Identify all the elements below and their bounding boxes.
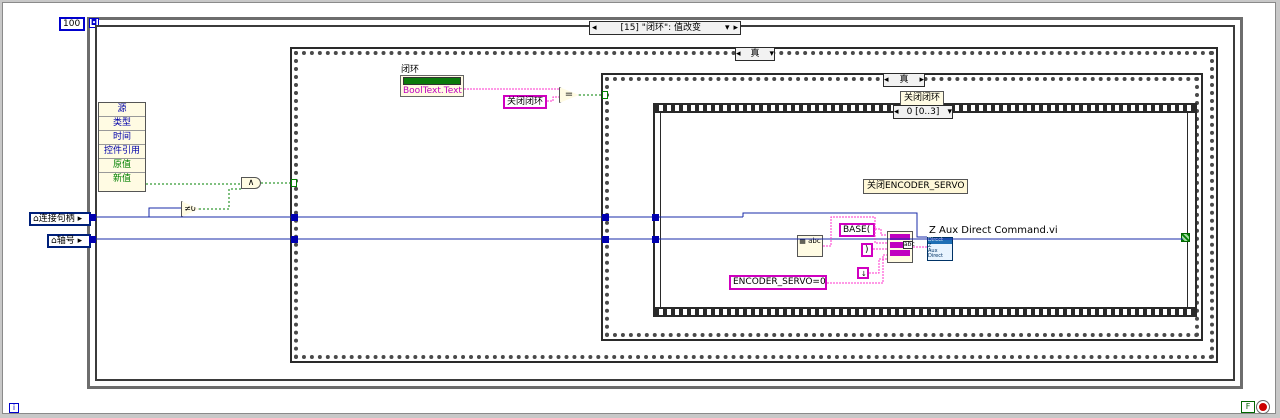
concat-terminal-3	[890, 250, 910, 256]
axis-control[interactable]: ⌂轴号 ▸	[47, 234, 91, 248]
wire-format-out	[823, 216, 887, 247]
tunnel-axis-3	[602, 236, 609, 243]
axis-label: 轴号	[56, 236, 75, 246]
case-outer-selector[interactable]: ◂ 真 ▾	[735, 47, 775, 61]
sequence-selector[interactable]: ◂ 0 [0..3] ▾	[893, 105, 953, 119]
sequence-prev[interactable]: ◂	[894, 107, 899, 117]
and-symbol: ∧	[247, 178, 255, 188]
case-outer-label: 真	[750, 49, 760, 59]
string-base-value: BASE(	[843, 225, 871, 235]
event-item-ctlref: 控件引用	[99, 145, 145, 159]
event-item-newval: 新值	[99, 173, 145, 186]
tunnel-handle-3	[602, 214, 609, 221]
selector-prev-arrow[interactable]: ◂	[592, 23, 597, 33]
string-close-value: 关闭闭环	[507, 97, 544, 107]
tunnel-handle-4	[652, 214, 659, 221]
wire-close-const	[547, 96, 559, 102]
handle-label: 连接句柄	[38, 214, 75, 224]
tunnel-handle-2	[291, 214, 298, 221]
string-paren-value: )	[865, 245, 869, 255]
string-encoder-value: ENCODER_SERVO=0	[733, 277, 826, 287]
concat-terminal-1	[890, 234, 910, 240]
event-item-type: 类型	[99, 117, 145, 131]
sequence-dropdown-icon[interactable]: ▾	[947, 107, 952, 117]
bool-control-label: 闭环	[401, 65, 420, 75]
event-item-time: 时间	[99, 131, 145, 145]
event-data-node[interactable]: 源 类型 时间 控件引用 原值 新值	[98, 102, 146, 192]
loop-count-constant[interactable]: 100	[59, 17, 85, 31]
iteration-terminal: i	[9, 403, 19, 413]
string-constant-close[interactable]: 关闭闭环	[503, 95, 547, 109]
format-string-icon: ▦ abc	[799, 237, 821, 245]
handle-arrow-icon: ▸	[74, 214, 83, 224]
tunnel-axis-1	[89, 236, 96, 243]
subvi-name-label: Z Aux Direct Command.vi	[929, 225, 1058, 236]
subvi-icon-line3: Direct	[928, 253, 943, 259]
tunnel-bool-case-outer	[291, 179, 297, 187]
concat-output-terminal: abc	[903, 241, 915, 249]
bool-control-bar	[403, 77, 461, 85]
right-output-tunnel	[1181, 233, 1190, 242]
subvi-icon[interactable]: Direct Z Aux Direct	[927, 237, 953, 261]
comment-label: 关闭ENCODER_SERVO	[863, 179, 969, 194]
wire-handle-to-subvi	[742, 212, 927, 238]
concat-terminal-2	[890, 242, 910, 248]
case-inner-selector[interactable]: ◂ 真 ▸	[883, 73, 925, 87]
string-constant-base[interactable]: BASE(	[839, 223, 875, 237]
stop-icon[interactable]	[1257, 401, 1269, 413]
string-small-icon: ↓	[861, 270, 867, 278]
selector-next-arrow[interactable]: ▸	[733, 23, 738, 33]
home-icon-2: ⌂	[51, 236, 57, 246]
bool-property-node[interactable]: BoolText.Text	[400, 75, 464, 97]
event-item-oldval: 原值	[99, 159, 145, 173]
home-icon: ⌂	[33, 214, 39, 224]
case-inner-next[interactable]: ▸	[919, 75, 924, 85]
sequence-filmstrip-bottom	[655, 307, 1195, 315]
sequence-filmstrip-left	[655, 113, 661, 307]
axis-arrow-icon: ▸	[74, 236, 83, 246]
and-operator[interactable]: ∧	[241, 177, 261, 189]
wire-layer	[91, 88, 1183, 284]
selector-dropdown-icon[interactable]: ▾	[724, 23, 730, 33]
equal-symbol: =	[564, 89, 574, 100]
subvi-icon-line2: Aux	[928, 248, 938, 254]
case-inner-label: 真	[899, 75, 909, 85]
case-inner-prev[interactable]: ◂	[884, 75, 889, 85]
stacked-sequence[interactable]	[653, 103, 1197, 317]
subvi-icon-line1: Z	[928, 243, 932, 249]
while-loop[interactable]	[87, 17, 1243, 389]
case-outer-prev[interactable]: ◂	[736, 49, 741, 59]
loop-count-terminal-icon: ◘	[89, 18, 99, 28]
sequence-selector-label: 0 [0..3]	[906, 107, 940, 117]
concatenate-strings-node[interactable]	[887, 231, 913, 263]
case-outer-dropdown-icon[interactable]: ▾	[769, 49, 774, 59]
tunnel-bool-case-inner	[602, 91, 608, 99]
stop-condition-terminal[interactable]: F	[1241, 401, 1255, 413]
sequence-filmstrip-right	[1187, 113, 1193, 307]
loop-count-value: 100	[63, 19, 81, 29]
event-case-selector[interactable]: ◂ [15] "闭环": 值改变 ▸ ▾	[589, 21, 741, 35]
tunnel-axis-4	[652, 236, 659, 243]
event-selector-label: [15] "闭环": 值改变	[620, 23, 701, 33]
wire-notzero-out	[199, 188, 241, 210]
tunnel-handle-1	[89, 214, 96, 221]
event-item-source: 源	[99, 103, 145, 117]
bool-property-text: BoolText.Text	[403, 86, 462, 96]
subvi-icon-header: Direct	[928, 238, 952, 244]
format-into-string-node[interactable]: ▦ abc	[797, 235, 823, 257]
tunnel-axis-2	[291, 236, 298, 243]
wire-base	[875, 228, 887, 236]
string-constant-encoder[interactable]: ENCODER_SERVO=0	[729, 275, 827, 290]
wire-notzero-in	[148, 207, 181, 217]
string-constant-paren[interactable]: )	[861, 243, 873, 257]
wire-encoder	[827, 254, 887, 284]
wire-small	[869, 258, 887, 274]
string-constant-small[interactable]: ↓	[857, 267, 869, 279]
